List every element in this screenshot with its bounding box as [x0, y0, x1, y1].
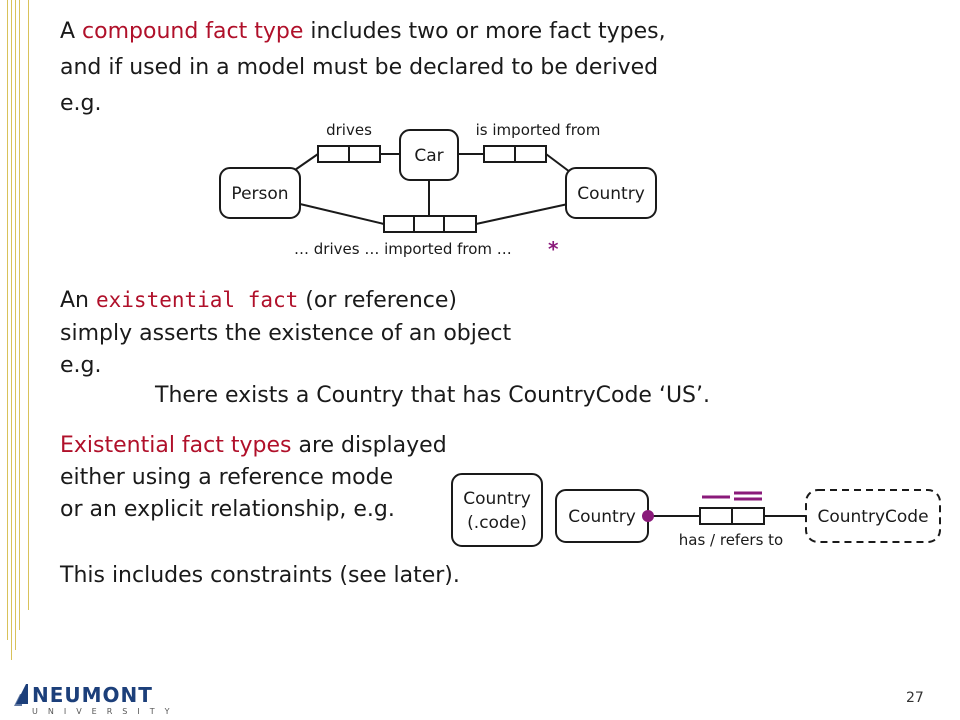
derived-fact-boxes	[383, 215, 477, 233]
existential-fact-line-2: simply asserts the existence of an objec…	[60, 321, 512, 346]
country-label: Country	[568, 507, 636, 527]
diagram-connectors	[291, 153, 571, 225]
compound-fact-line-1: A compound fact type includes two or mor…	[60, 16, 666, 48]
compound-fact-eg: e.g.	[60, 91, 102, 116]
line-suffix: includes two or more fact types,	[303, 19, 666, 44]
derived-reading: … drives … imported from …	[294, 240, 512, 258]
country-entity	[565, 167, 657, 219]
line-prefix: An	[60, 288, 96, 313]
term-existential-fact: existential fact	[96, 288, 299, 312]
refmode-code-label: (.code)	[467, 513, 527, 533]
drives-fact-boxes	[317, 145, 381, 163]
uniqueness-constraints	[702, 491, 762, 501]
countrycode-value-type	[805, 489, 941, 543]
line-suffix: are displayed	[291, 433, 447, 458]
constraints-note: This includes constraints (see later).	[60, 563, 460, 588]
country-label: Country	[577, 184, 645, 204]
existential-types-line-1: Existential fact types are displayed	[60, 430, 447, 462]
countrycode-label: CountryCode	[817, 507, 928, 527]
decorative-rule-3	[15, 0, 16, 650]
decorative-rule-1	[7, 0, 8, 640]
car-entity	[399, 129, 459, 181]
car-label: Car	[414, 146, 443, 166]
term-existential-fact-types: Existential fact types	[60, 433, 292, 458]
imported-reading: is imported from	[476, 121, 601, 139]
neumont-logo: NEUMONT UNIVERSITY	[14, 680, 174, 720]
has-refers-reading: has / refers to	[679, 531, 784, 549]
has-fact-boxes	[699, 507, 765, 525]
existential-fact-line-1: An existential fact (or reference)	[60, 284, 457, 317]
derived-asterisk: *	[548, 237, 559, 261]
line-prefix: A	[60, 19, 83, 44]
existential-types-line-2: either using a reference mode	[60, 465, 394, 490]
term-compound-fact-type: compound fact type	[82, 19, 304, 44]
compound-fact-line-2: and if used in a model must be declared …	[60, 55, 659, 80]
drives-reading: drives	[326, 121, 372, 139]
logo-word: NEUMONT	[32, 683, 153, 707]
decorative-rule-5	[28, 0, 29, 610]
person-label: Person	[231, 184, 288, 204]
existential-types-line-3: or an explicit relationship, e.g.	[60, 497, 395, 522]
line-suffix: (or reference)	[298, 288, 458, 313]
page-number: 27	[906, 690, 924, 706]
logo-sub: UNIVERSITY	[32, 707, 174, 716]
mandatory-dot	[642, 510, 654, 522]
existential-example: There exists a Country that has CountryC…	[155, 383, 711, 408]
refmode-country-label: Country	[463, 489, 531, 509]
refmode-country-entity	[451, 473, 543, 547]
country-entity	[555, 489, 649, 543]
decorative-rule-2	[11, 0, 12, 660]
person-entity	[219, 167, 301, 219]
existential-fact-eg: e.g.	[60, 353, 102, 378]
imported-fact-boxes	[483, 145, 547, 163]
decorative-rule-4	[19, 0, 20, 630]
